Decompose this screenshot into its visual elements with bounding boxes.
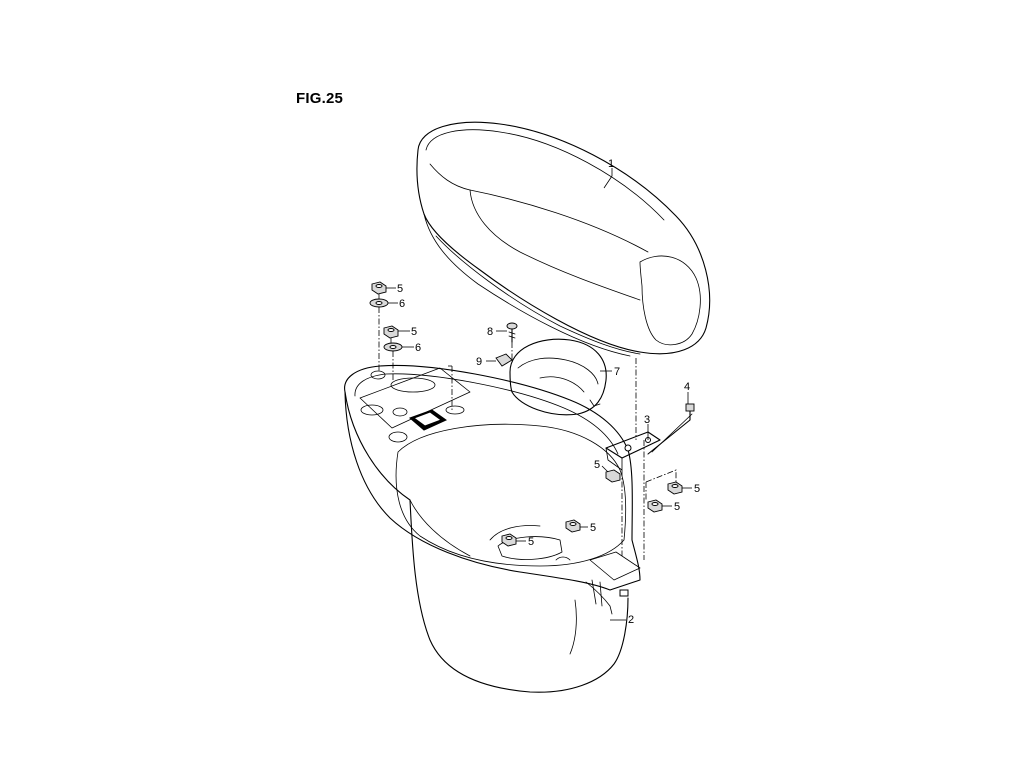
- leader-lines: [386, 168, 692, 621]
- callout-bolt: 4: [684, 381, 690, 393]
- bolt: [647, 403, 695, 455]
- callout-clip: 9: [476, 356, 482, 368]
- callout-nut-right-2: 5: [674, 501, 680, 513]
- callout-nut-floor-1: 5: [590, 522, 596, 534]
- callout-washer-top-1: 6: [399, 298, 405, 310]
- callout-luggage-box: 2: [628, 614, 634, 626]
- callout-nut-top-1: 5: [397, 283, 403, 295]
- callout-cover: 7: [614, 366, 620, 378]
- callout-nut-right-1: 5: [694, 483, 700, 495]
- nut-floor-1: [565, 519, 581, 533]
- callout-seat: 1: [608, 158, 614, 170]
- figure-title: FIG.25: [296, 90, 344, 107]
- callout-nut-bracket: 5: [594, 459, 600, 471]
- callout-nut-top-2: 5: [411, 326, 417, 338]
- callout-screw: 8: [487, 326, 493, 338]
- seat: [416, 121, 711, 357]
- washer-top-2: [383, 342, 403, 352]
- cover: [509, 338, 607, 416]
- nut-right-1: [667, 481, 683, 495]
- nut-right-2: [647, 499, 663, 513]
- nut-top-2: [383, 325, 399, 339]
- callout-washer-top-2: 6: [415, 342, 421, 354]
- luggage-box: [344, 364, 641, 693]
- callout-nut-floor-2: 5: [528, 536, 534, 548]
- nut-top-1: [371, 281, 387, 295]
- callout-bracket: 3: [644, 414, 650, 426]
- clip: [495, 353, 513, 367]
- washer-top-1: [369, 298, 389, 308]
- nut-floor-2: [501, 533, 517, 547]
- callout-numbers: 1 2 3 4 5 6 5 6 8 9 7 5 5 5 5 5: [397, 158, 700, 626]
- nut-bracket: [605, 469, 621, 483]
- assembly-lines: [378, 294, 677, 560]
- screw: [506, 322, 518, 343]
